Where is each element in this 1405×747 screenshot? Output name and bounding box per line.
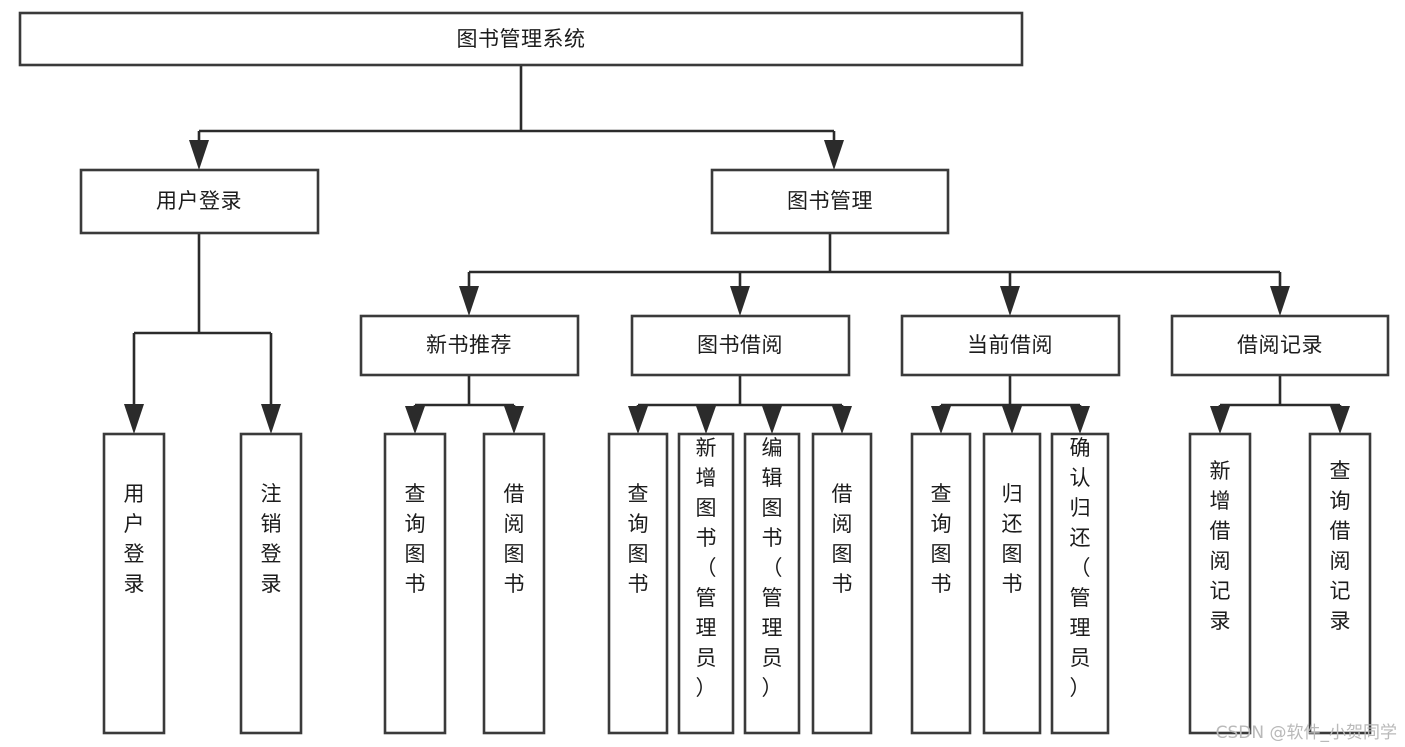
leaf-confirm-return-label: 确认归还（管理员） bbox=[1070, 436, 1091, 700]
leaf-add-book-label: 新增图书（管理员） bbox=[696, 436, 717, 700]
node-book-management[interactable]: 图书管理 bbox=[710, 168, 950, 235]
leaf-query-book-2-label: 查询图书 bbox=[628, 482, 649, 596]
leaf-user-logout-box[interactable] bbox=[239, 432, 303, 735]
arrowhead-leaf-return-book bbox=[1002, 406, 1022, 434]
current-borrow-label: 当前借阅 bbox=[967, 333, 1053, 357]
node-root[interactable]: 图书管理系统 bbox=[18, 11, 1024, 67]
leaf-add-borrow-record-label: 新增借阅记录 bbox=[1210, 459, 1231, 633]
arrowhead-book-borrow bbox=[730, 286, 750, 316]
node-leaf-query-borrow-record[interactable]: 查询借阅记录 bbox=[1308, 432, 1372, 735]
node-leaf-add-book[interactable]: 新增图书（管理员） bbox=[677, 432, 735, 735]
arrowhead-leaf-edit-book bbox=[762, 406, 782, 434]
node-leaf-return-book[interactable]: 归还图书 bbox=[982, 432, 1042, 735]
leaf-return-book-box[interactable] bbox=[982, 432, 1042, 735]
leaf-user-login-label: 用户登录 bbox=[124, 482, 145, 596]
node-new-book-recommend[interactable]: 新书推荐 bbox=[359, 314, 580, 377]
new-book-recommend-box[interactable] bbox=[359, 314, 580, 377]
borrow-record-label: 借阅记录 bbox=[1237, 333, 1323, 357]
arrowhead-leaf-borrow-book-2 bbox=[832, 406, 852, 434]
arrowhead-leaf-query-book-3 bbox=[931, 406, 951, 434]
arrowhead-leaf-user-login bbox=[124, 404, 144, 434]
book-borrow-box[interactable] bbox=[630, 314, 851, 377]
node-current-borrow[interactable]: 当前借阅 bbox=[900, 314, 1121, 377]
user-login-box[interactable] bbox=[79, 168, 320, 235]
current-borrow-box[interactable] bbox=[900, 314, 1121, 377]
leaf-add-borrow-record-box[interactable] bbox=[1188, 432, 1252, 735]
leaf-borrow-book-1-label: 借阅图书 bbox=[504, 482, 525, 596]
node-leaf-add-borrow-record[interactable]: 新增借阅记录 bbox=[1188, 432, 1252, 735]
leaf-query-book-1-label: 查询图书 bbox=[405, 482, 426, 596]
leaf-query-book-2-box[interactable] bbox=[607, 432, 669, 735]
user-login-label: 用户登录 bbox=[156, 189, 242, 213]
leaf-add-book-box[interactable] bbox=[677, 432, 735, 735]
leaf-confirm-return-box[interactable] bbox=[1050, 432, 1110, 735]
arrowhead-leaf-add-book bbox=[696, 406, 716, 434]
root-label: 图书管理系统 bbox=[457, 27, 586, 51]
node-leaf-query-book-3[interactable]: 查询图书 bbox=[910, 432, 972, 735]
arrowhead-leaf-user-logout bbox=[261, 404, 281, 434]
node-leaf-edit-book[interactable]: 编辑图书（管理员） bbox=[743, 432, 801, 735]
arrowhead-leaf-confirm-return bbox=[1070, 406, 1090, 434]
leaf-query-borrow-record-label: 查询借阅记录 bbox=[1330, 459, 1351, 633]
csdn-watermark: CSDN @软件_小贺同学 bbox=[1215, 723, 1397, 743]
node-book-borrow[interactable]: 图书借阅 bbox=[630, 314, 851, 377]
node-borrow-record[interactable]: 借阅记录 bbox=[1170, 314, 1390, 377]
arrowhead-borrow-record bbox=[1270, 286, 1290, 316]
leaf-node-group: 用户登录 注销登录 查询图书 借阅图书 查询图书 新增图书（管理员） bbox=[102, 432, 1372, 735]
arrowhead-current-borrow bbox=[1000, 286, 1020, 316]
leaf-edit-book-box[interactable] bbox=[743, 432, 801, 735]
node-user-login[interactable]: 用户登录 bbox=[79, 168, 320, 235]
leaf-user-logout-label: 注销登录 bbox=[261, 482, 282, 596]
leaf-query-book-3-label: 查询图书 bbox=[931, 482, 952, 596]
arrowhead-leaf-query-book-1 bbox=[405, 406, 425, 434]
node-leaf-borrow-book-1[interactable]: 借阅图书 bbox=[482, 432, 546, 735]
arrowhead-leaf-borrow-book-1 bbox=[504, 406, 524, 434]
arrowhead-book-management bbox=[824, 140, 844, 170]
connector-layer bbox=[124, 65, 1350, 434]
leaf-user-login-box[interactable] bbox=[102, 432, 166, 735]
leaf-return-book-label: 归还图书 bbox=[1002, 482, 1023, 596]
arrowhead-leaf-query-book-2 bbox=[628, 406, 648, 434]
leaf-borrow-book-2-box[interactable] bbox=[811, 432, 873, 735]
leaf-edit-book-label: 编辑图书（管理员） bbox=[762, 436, 783, 700]
node-leaf-borrow-book-2[interactable]: 借阅图书 bbox=[811, 432, 873, 735]
book-management-box[interactable] bbox=[710, 168, 950, 235]
node-leaf-query-book-1[interactable]: 查询图书 bbox=[383, 432, 447, 735]
leaf-query-book-1-box[interactable] bbox=[383, 432, 447, 735]
arrowhead-user-login bbox=[189, 140, 209, 170]
arrowhead-new-book-recommend bbox=[459, 286, 479, 316]
arrowhead-leaf-query-borrow-record bbox=[1330, 406, 1350, 434]
leaf-query-book-3-box[interactable] bbox=[910, 432, 972, 735]
leaf-query-borrow-record-box[interactable] bbox=[1308, 432, 1372, 735]
arrowhead-leaf-add-borrow-record bbox=[1210, 406, 1230, 434]
book-borrow-label: 图书借阅 bbox=[697, 333, 783, 357]
leaf-borrow-book-2-label: 借阅图书 bbox=[832, 482, 853, 596]
node-leaf-user-logout[interactable]: 注销登录 bbox=[239, 432, 303, 735]
book-management-label: 图书管理 bbox=[787, 189, 873, 213]
new-book-recommend-label: 新书推荐 bbox=[426, 333, 512, 357]
leaf-borrow-book-1-box[interactable] bbox=[482, 432, 546, 735]
borrow-record-box[interactable] bbox=[1170, 314, 1390, 377]
root-box[interactable] bbox=[18, 11, 1024, 67]
node-leaf-query-book-2[interactable]: 查询图书 bbox=[607, 432, 669, 735]
node-leaf-confirm-return[interactable]: 确认归还（管理员） bbox=[1050, 432, 1110, 735]
node-leaf-user-login[interactable]: 用户登录 bbox=[102, 432, 166, 735]
